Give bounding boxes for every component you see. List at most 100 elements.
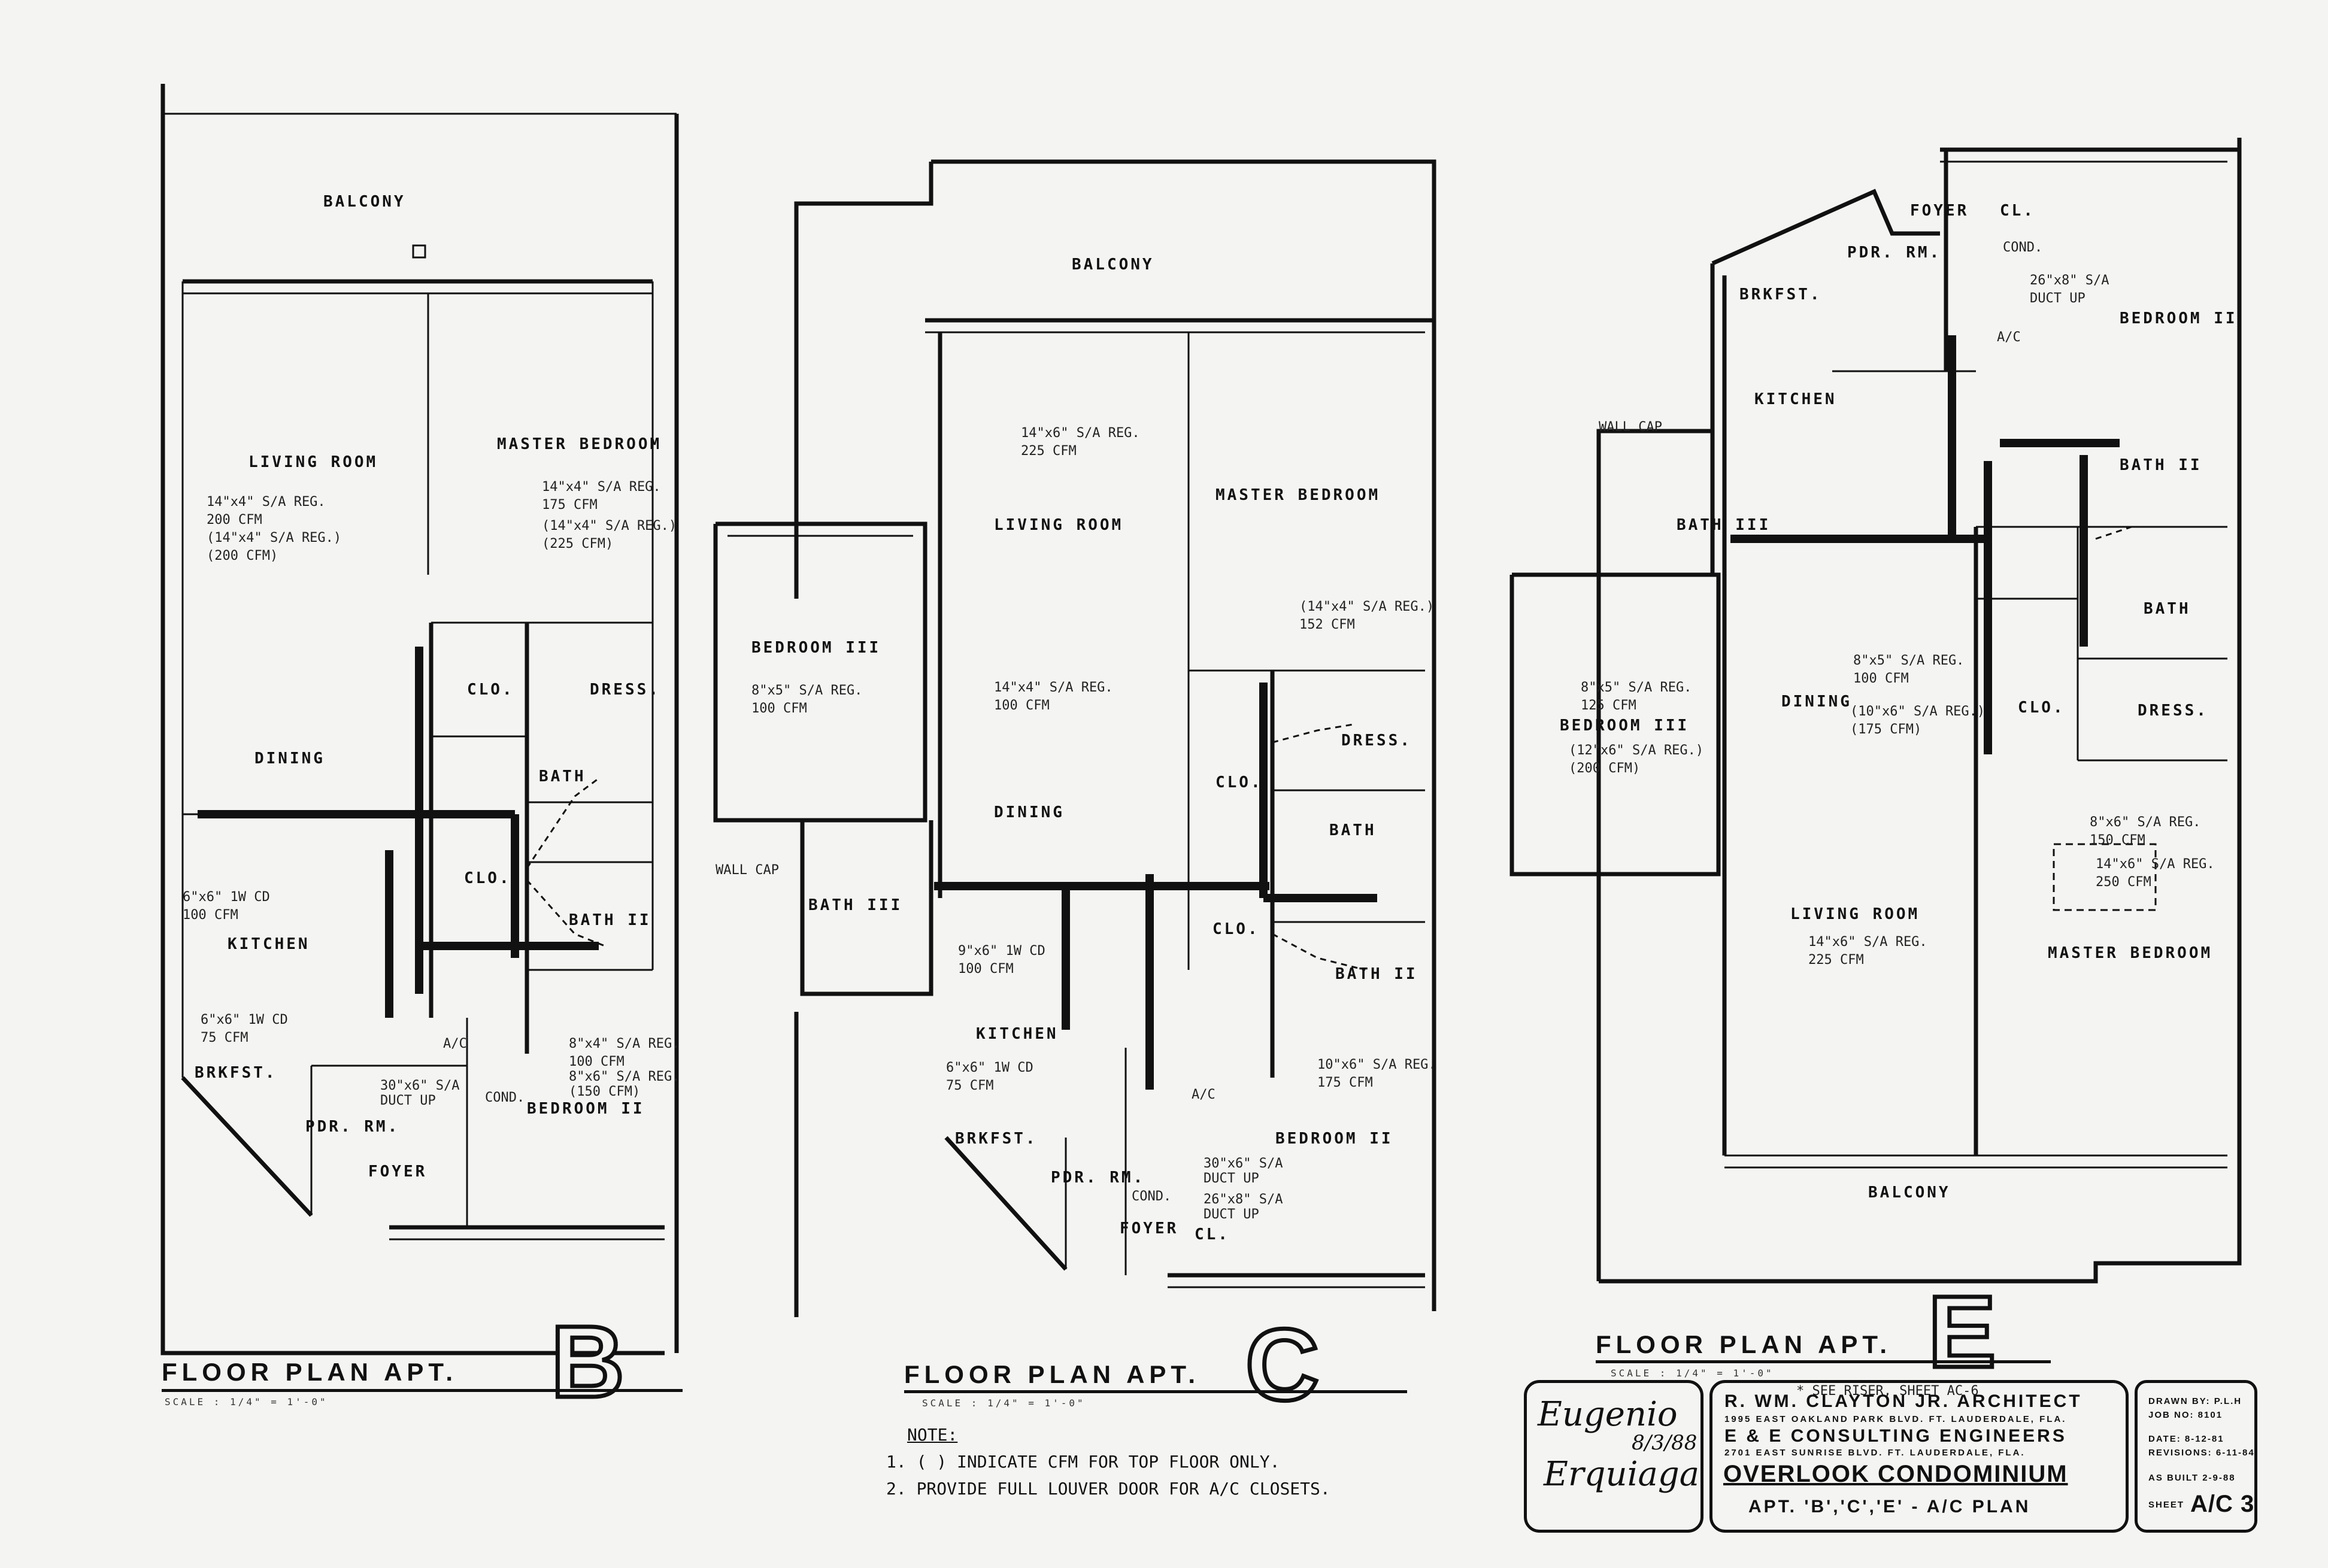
title-block: R. WM. CLAYTON JR. ARCHITECT 1995 EAST O… (1709, 1380, 2129, 1533)
plan-c-note: 8"x5" S/A REG. (751, 683, 862, 698)
plan-c-note: 75 CFM (946, 1078, 993, 1093)
plan-b-bedroom-ii-label: BEDROOM II (527, 1100, 645, 1118)
plan-c-note: 100 CFM (958, 962, 1014, 976)
plan-e-master-bedroom-label: MASTER BEDROOM (2048, 944, 2212, 962)
plan-e-walls (1509, 138, 2242, 1284)
plan-b-note: 14"x4" S/A REG. (542, 480, 661, 495)
plan-c-underline (904, 1390, 1407, 1393)
plan-e-note: 125 CFM (1581, 698, 1636, 713)
plan-e-note: (12"x6" S/A REG.) (1569, 743, 1703, 758)
plan-b-scale: SCALE : 1/4" = 1'-0" (165, 1396, 328, 1408)
plan-c-kitchen-label: KITCHEN (976, 1025, 1059, 1043)
job-number: JOB NO: 8101 (2148, 1410, 2223, 1420)
plan-e-note: 225 CFM (1808, 953, 1864, 968)
plan-e-wall-cap-label: WALL CAP (1599, 420, 1662, 435)
plan-c-pdr-rm-label: PDR. RM. (1051, 1169, 1145, 1187)
plan-b-bath-label: BATH (539, 768, 586, 785)
signature-name-1: Eugenio (1538, 1395, 1678, 1434)
plan-c-note: 175 CFM (1317, 1075, 1373, 1090)
plan-e-note: 8"x5" S/A REG. (1581, 680, 1692, 695)
plan-b-note: (200 CFM) (207, 548, 278, 563)
plan-b-note: 8"x4" S/A REG. (569, 1036, 680, 1051)
plan-e-note: (10"x6" S/A REG.) (1850, 704, 1985, 719)
plan-b-note: A/C (443, 1036, 467, 1051)
plan-e-note: COND. (2003, 240, 2042, 255)
plan-e-riser-note: * SEE RISER, SHEET AC-6 (1796, 1384, 1979, 1399)
plan-c-scale: SCALE : 1/4" = 1'-0" (922, 1397, 1086, 1409)
plan-e-ducts (1730, 335, 2168, 754)
revisions: REVISIONS: 6-11-84 (2148, 1448, 2255, 1458)
plan-b-clo-label: CLO. (467, 681, 514, 699)
plan-e-note: 26"x8" S/A (2030, 273, 2109, 288)
plan-c-note: 10"x6" S/A REG. (1317, 1057, 1436, 1072)
plan-e-clo-label: CLO. (2018, 699, 2065, 717)
plan-b-underline (162, 1389, 683, 1392)
plan-e-note: 14"x6" S/A REG. (1808, 935, 1927, 950)
plan-e-note: 100 CFM (1853, 671, 1909, 686)
plan-c-note: 100 CFM (751, 701, 807, 716)
notes-line-1: 1. ( ) INDICATE CFM FOR TOP FLOOR ONLY. (886, 1452, 1280, 1472)
plan-c-living-room-label: LIVING ROOM (994, 516, 1123, 534)
plan-b-bath-ii-label: BATH II (569, 911, 651, 929)
plan-b-balcony-label: BALCONY (323, 193, 406, 211)
plan-c-ducts (934, 683, 1377, 1090)
plan-c-bedroom-ii-label: BEDROOM II (1275, 1130, 1393, 1148)
sheet-label: SHEET (2148, 1500, 2185, 1510)
signature-box: Eugenio Erquiaga 8/3/88 (1524, 1380, 1703, 1533)
plan-c-note: A/C (1192, 1087, 1215, 1102)
plan-c-bath-ii-label: BATH II (1335, 965, 1418, 983)
plan-e-bedroom-iii-label: BEDROOM III (1560, 717, 1689, 735)
plan-c-wall-cap-label: WALL CAP (716, 863, 779, 878)
plan-c-note: 9"x6" 1W CD (958, 944, 1045, 959)
engineer-address: 2701 EAST SUNRISE BLVD. FT. LAUDERDALE, … (1724, 1448, 2026, 1458)
plan-e-living-room-label: LIVING ROOM (1790, 905, 1920, 923)
plan-b-note: (225 CFM) (542, 536, 613, 551)
plan-b-note: 6"x6" 1W CD (201, 1012, 288, 1027)
plan-c-note: 152 CFM (1299, 617, 1355, 632)
as-built: AS BUILT 2-9-88 (2148, 1473, 2236, 1483)
plan-c-master-bedroom-label: MASTER BEDROOM (1215, 486, 1380, 504)
plan-c-title: FLOOR PLAN APT. (904, 1360, 1201, 1388)
plan-c-clo-label: CLO. (1215, 774, 1263, 791)
plan-b-note: 6"x6" 1W CD (183, 890, 270, 905)
plan-b-note: (14"x4" S/A REG.) (542, 518, 677, 533)
plan-e-title: FLOOR PLAN APT. (1596, 1330, 1892, 1358)
plan-e-bath-iii-label: BATH III (1677, 516, 1771, 534)
plan-e-bedroom-ii-label: BEDROOM II (2120, 310, 2238, 327)
plan-c-clo2-label: CLO. (1212, 920, 1260, 938)
plan-c-brkfst-label: BRKFST. (955, 1130, 1038, 1148)
plan-e-underline (1596, 1360, 2051, 1363)
plan-c-note: 14"x6" S/A REG. (1021, 426, 1140, 441)
plan-c-note: 225 CFM (1021, 444, 1077, 459)
plan-e-note: 14"x6" S/A REG. (2096, 857, 2215, 872)
plan-e-note: DUCT UP (2030, 291, 2086, 306)
plan-b-living-room-label: LIVING ROOM (248, 453, 378, 471)
plan-e-scale: SCALE : 1/4" = 1'-0" (1611, 1367, 1774, 1379)
plan-e-note: 250 CFM (2096, 875, 2151, 890)
plan-e-note: 150 CFM (2090, 833, 2145, 848)
plan-c-note: DUCT UP (1204, 1171, 1259, 1186)
plan-c-note: DUCT UP (1204, 1207, 1259, 1222)
plan-c-note: 100 CFM (994, 698, 1050, 713)
plan-c-walls (713, 159, 1436, 1317)
plan-b-note: 8"x6" S/A REG. (569, 1069, 680, 1084)
plan-c-note: 6"x6" 1W CD (946, 1060, 1033, 1075)
plan-e-bath-ii-label: BATH II (2120, 456, 2202, 474)
plan-b-ducts (198, 647, 605, 1018)
plan-b-note: DUCT UP (380, 1093, 436, 1108)
plan-e-note: A/C (1997, 330, 2021, 345)
plan-b-note: 175 CFM (542, 498, 598, 512)
project-name: OVERLOOK CONDOMINIUM (1723, 1461, 2068, 1487)
plan-e-note: 8"x5" S/A REG. (1853, 653, 1964, 668)
plan-e-letter: E (1926, 1275, 1997, 1389)
plan-description: APT. 'B','C','E' - A/C PLAN (1748, 1497, 2031, 1517)
plan-b-note: 14"x4" S/A REG. (207, 495, 326, 509)
drawing-date: DATE: 8-12-81 (2148, 1434, 2224, 1444)
plan-c-note: 14"x4" S/A REG. (994, 680, 1113, 695)
plan-e-kitchen-label: KITCHEN (1754, 390, 1837, 408)
plan-e-note: 8"x6" S/A REG. (2090, 815, 2200, 830)
notes-line-2: 2. PROVIDE FULL LOUVER DOOR FOR A/C CLOS… (886, 1479, 1330, 1499)
plan-b-note: 100 CFM (183, 908, 238, 923)
plan-c-cl-label: CL. (1195, 1226, 1230, 1244)
